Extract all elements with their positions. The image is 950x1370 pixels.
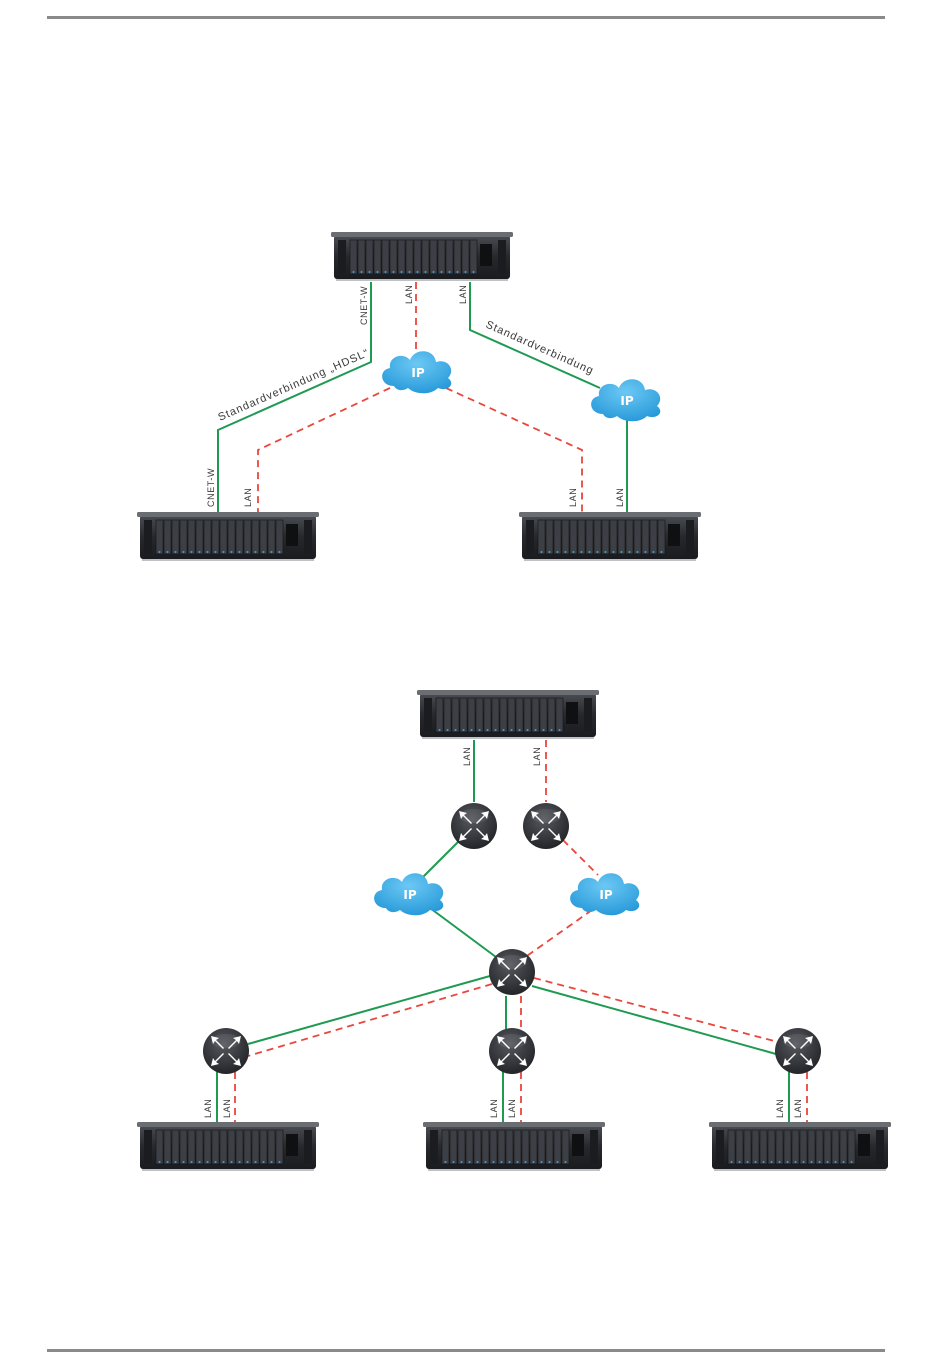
link2-hub-left-red <box>248 984 492 1056</box>
label-lan-right-green: LAN <box>615 488 625 507</box>
link-hdsl-green <box>218 282 371 513</box>
label-cnet-top: CNET-W <box>359 286 369 325</box>
label2-lan-top-green: LAN <box>462 747 472 766</box>
router-icon <box>523 803 569 849</box>
cloud-label: IP <box>411 366 424 380</box>
label-lan-top-red: LAN <box>404 285 414 304</box>
server-bottom-right-2 <box>709 1122 891 1171</box>
label2-lan-top-red: LAN <box>532 747 542 766</box>
link2-hub-left-green <box>248 976 490 1044</box>
link2-r1-cloudL-green <box>422 840 460 878</box>
label-lan-top-green: LAN <box>458 285 468 304</box>
link2-hub-right-red <box>534 978 778 1042</box>
link2-hub-right-green <box>532 986 776 1054</box>
label2-lan-s1-green: LAN <box>203 1099 213 1118</box>
label-cnet-left: CNET-W <box>206 468 216 507</box>
diagram-2: IP IP LAN LAN LAN LAN LAN LAN LAN LAN <box>137 690 891 1171</box>
link-cloud-to-right-red <box>446 388 582 513</box>
router-icon <box>489 949 535 995</box>
router-icon <box>489 1028 535 1074</box>
label2-lan-s2-red: LAN <box>507 1099 517 1118</box>
label-lan-left: LAN <box>243 488 253 507</box>
link-cloud-to-left-red <box>258 388 390 513</box>
label2-lan-s3-red: LAN <box>793 1099 803 1118</box>
server-top-1 <box>331 232 513 281</box>
label-lan-right-red: LAN <box>568 488 578 507</box>
link2-cloudR-hub-red <box>524 910 592 958</box>
link2-cloudL-hub-green <box>430 908 500 960</box>
server-right-1 <box>519 512 701 561</box>
link2-r2-cloudR-red <box>563 840 598 875</box>
router-icon <box>775 1028 821 1074</box>
label2-lan-s2-green: LAN <box>489 1099 499 1118</box>
cloud-left-label: IP <box>403 888 416 902</box>
cloud2-label: IP <box>620 394 633 408</box>
server-top-2 <box>417 690 599 739</box>
label-hdsl: Standardverbindung „HDSL“ <box>216 347 371 424</box>
label2-lan-s1-red: LAN <box>222 1099 232 1118</box>
server-bottom-mid-2 <box>423 1122 605 1171</box>
server-left-1 <box>137 512 319 561</box>
router-icon <box>203 1028 249 1074</box>
label-standard: Standardverbindung <box>484 319 596 378</box>
diagram-1: IP IP CNET-W LAN LAN Standardverbindung … <box>137 232 701 561</box>
server-bottom-left-2 <box>137 1122 319 1171</box>
cloud-right-label: IP <box>599 888 612 902</box>
label2-lan-s3-green: LAN <box>775 1099 785 1118</box>
router-icon <box>451 803 497 849</box>
